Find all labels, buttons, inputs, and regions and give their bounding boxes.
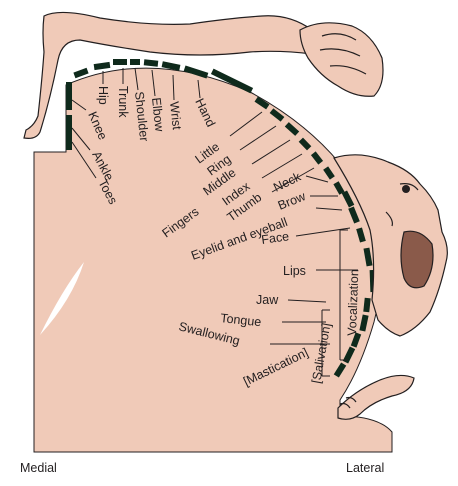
label-trunk: Trunk <box>116 86 130 118</box>
homunculus-mouth <box>401 231 433 288</box>
label-jaw: Jaw <box>256 293 279 307</box>
cortex-section <box>34 68 392 452</box>
homunculus-eye <box>402 185 410 193</box>
footer-medial: Medial <box>20 461 57 475</box>
label-wrist: Wrist <box>167 101 184 131</box>
label-hip: Hip <box>96 86 110 105</box>
label-vocalization: Vocalization <box>345 269 361 336</box>
footer-lateral: Lateral <box>346 461 384 475</box>
label-lips: Lips <box>283 264 306 278</box>
